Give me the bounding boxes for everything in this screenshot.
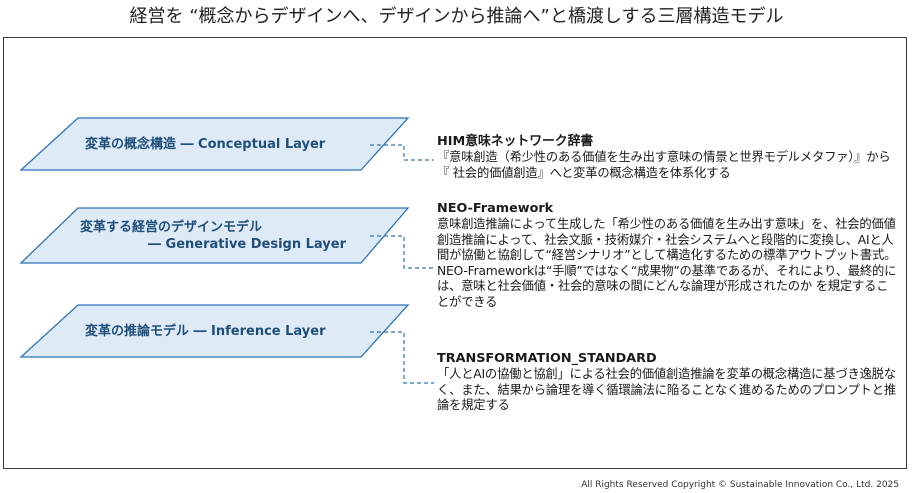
description-title: HIM意味ネットワーク辞書 xyxy=(437,134,594,149)
description-neo: NEO-Framework 意味創造推論によって生成した「希少性のある価値を生み… xyxy=(437,201,897,310)
description-body: 『意味創造（希少性のある価値を生み出す意味の情景と世界モデルメタファ）』から『 … xyxy=(437,150,891,180)
description-transformation: TRANSFORMATION_STANDARD 「人とAIの協働と協創」による社… xyxy=(437,351,897,414)
description-title: TRANSFORMATION_STANDARD xyxy=(437,351,657,366)
description-body: 意味創造推論によって生成した「希少性のある価値を生み出す意味」を、社会的価値創造… xyxy=(437,217,897,309)
layer-label-generative: 変革する経営のデザインモデル ― Generative Design Layer xyxy=(80,219,346,253)
layer-label-line2: ― Generative Design Layer xyxy=(148,237,347,252)
copyright-notice: All Rights Reserved Copyright © Sustaina… xyxy=(581,480,899,490)
page-title: 経営を “概念からデザインへ、デザインから推論へ”と橋渡しする三層構造モデル xyxy=(129,6,784,27)
layer-label-inference: 変革の推論モデル ― Inference Layer xyxy=(85,323,326,340)
description-body: 「人とAIの協働と協創」による社会的価値創造推論を変革の概念構造に基づき逸脱なく… xyxy=(437,367,896,412)
layer-label-line1: 変革の概念構造 ― Conceptual Layer xyxy=(85,137,326,152)
description-title: NEO-Framework xyxy=(437,201,554,216)
layer-label-conceptual: 変革の概念構造 ― Conceptual Layer xyxy=(85,136,325,153)
description-him: HIM意味ネットワーク辞書 『意味創造（希少性のある価値を生み出す意味の情景と世… xyxy=(437,134,897,181)
layer-label-line1: 変革の推論モデル ― Inference Layer xyxy=(85,324,326,339)
layer-label-line1: 変革する経営のデザインモデル xyxy=(80,220,263,235)
